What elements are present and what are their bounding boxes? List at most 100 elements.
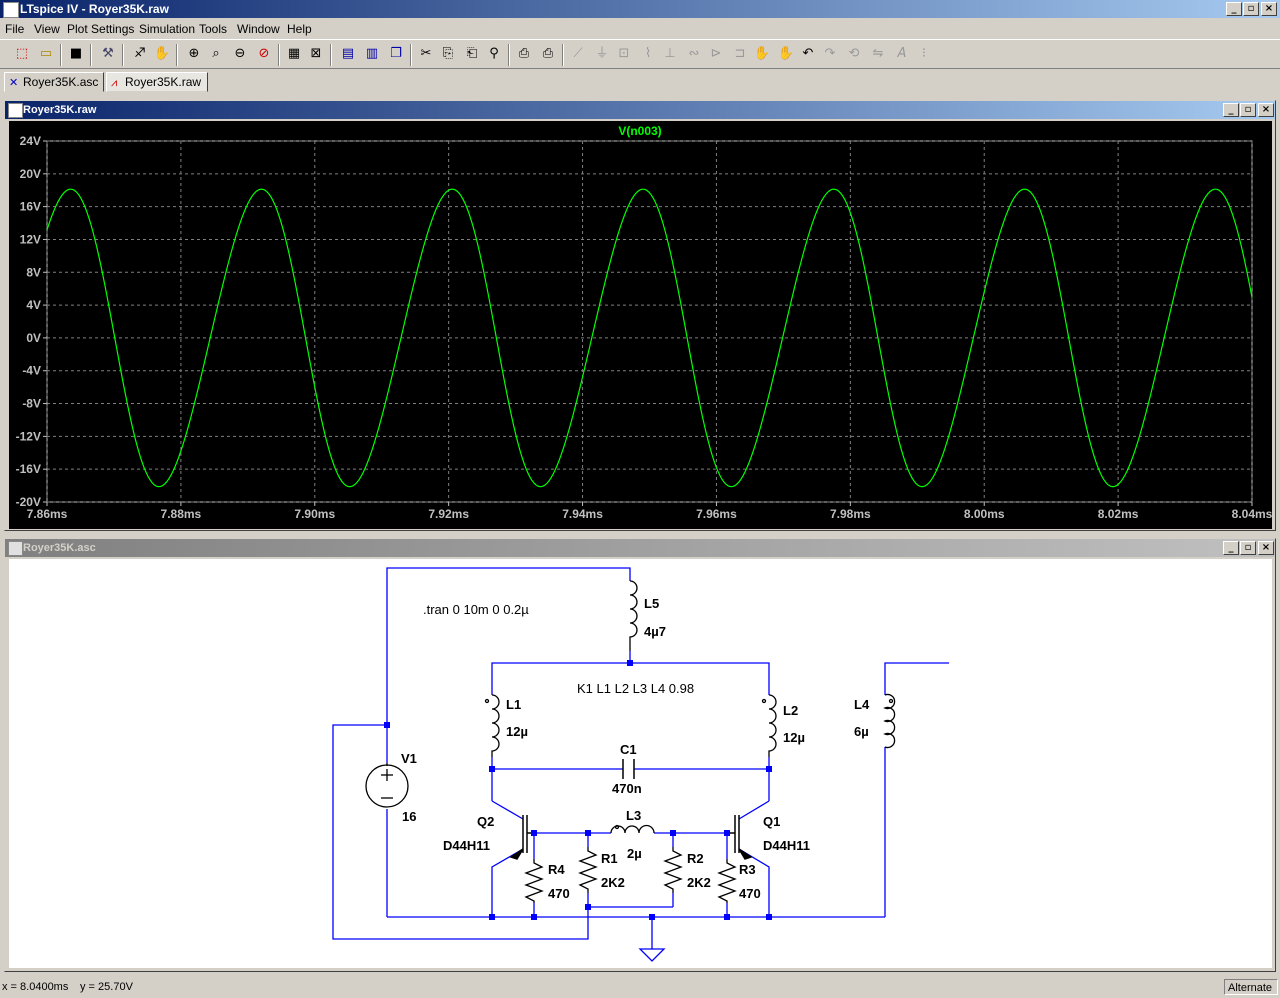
autorange-icon[interactable]: ▦	[287, 46, 301, 61]
plot-close-button[interactable]: ×	[1258, 103, 1274, 117]
menu-view[interactable]: View	[34, 22, 60, 36]
voltage-source-v1-symbol	[365, 763, 409, 808]
menu-bar: File View Plot Settings Simulation Tools…	[0, 19, 1280, 37]
tile-horizontal-icon[interactable]: ▤	[341, 46, 355, 61]
label-net-icon[interactable]: ⊡	[618, 46, 630, 61]
menu-tools[interactable]: Tools	[199, 22, 228, 36]
x-tick-label: 8.00ms	[964, 507, 1005, 521]
r2-value: 2K2	[687, 875, 711, 890]
resistor-icon[interactable]: ⌇	[644, 46, 652, 61]
schematic-maximize-button[interactable]: ▫	[1240, 541, 1256, 555]
ground-icon[interactable]: ⏚	[595, 46, 609, 61]
trace-label[interactable]: V(n003)	[618, 124, 661, 138]
plot-background	[9, 121, 1272, 529]
l3-value: 2µ	[627, 846, 642, 861]
schematic-minimize-button[interactable]: _	[1223, 541, 1239, 555]
find-icon[interactable]: ⚲	[489, 46, 499, 61]
spice-directive-icon[interactable]: ⁝	[921, 46, 927, 61]
y-tick-label: 16V	[20, 200, 41, 214]
x-tick-label: 7.94ms	[562, 507, 603, 521]
zoom-pan-icon[interactable]: ⌕	[212, 46, 220, 61]
close-button[interactable]: ×	[1261, 2, 1277, 16]
schematic-canvas[interactable]: .tran 0 10m 0 0.2µ K1 L1 L2 L3 L4 0.98 L…	[9, 559, 1272, 968]
plot-grid	[46, 140, 1253, 503]
coupling-directive: K1 L1 L2 L3 L4 0.98	[577, 681, 694, 696]
undo-icon[interactable]: ↶	[802, 46, 814, 61]
toolbar: ⬚ ▭ ■ ⚒ ♐ ✋ ⊕ ⌕ ⊖ ⊘ ▦ ⊠ ▤ ▥ ❐ ✂ ⎘ ⎗ ⚲ ⎙ …	[0, 39, 1280, 69]
waveform-window-title-bar: Royer35K.raw _ ▫ ×	[5, 101, 1275, 119]
tran-directive: .tran 0 10m 0 0.2µ	[423, 602, 529, 617]
y-tick-label: 0V	[26, 331, 41, 345]
open-folder-icon[interactable]: ▭	[39, 46, 53, 61]
q1-name: Q1	[763, 814, 780, 829]
minimize-button[interactable]: _	[1226, 2, 1242, 16]
move-icon[interactable]: ✋	[753, 46, 771, 61]
zoom-out-icon[interactable]: ⊖	[234, 46, 246, 61]
l1-name: L1	[506, 697, 521, 712]
r2-name: R2	[687, 851, 704, 866]
halt-icon[interactable]: ✋	[153, 46, 171, 61]
plot-minimize-button[interactable]: _	[1223, 103, 1239, 117]
paste-icon[interactable]: ⎗	[466, 46, 478, 61]
r3-name: R3	[739, 862, 756, 877]
schematic-icon	[8, 541, 23, 556]
zoom-full-icon[interactable]: ⊘	[258, 46, 270, 61]
schematic-window: Royer35K.asc _ ▫ ×	[4, 538, 1276, 972]
menu-simulation[interactable]: Simulation	[139, 22, 196, 36]
inductor-icon[interactable]: ∾	[688, 46, 700, 61]
r4-name: R4	[548, 862, 565, 877]
r3-value: 470	[739, 886, 761, 901]
control-panel-icon[interactable]: ⚒	[102, 46, 114, 61]
menu-help[interactable]: Help	[287, 22, 312, 36]
capacitor-c1-symbol	[622, 759, 635, 779]
cut-icon[interactable]: ✂	[420, 46, 432, 61]
text-icon[interactable]: A	[897, 46, 907, 61]
l2-value: 12µ	[783, 730, 805, 745]
cascade-icon[interactable]: ❐	[390, 46, 402, 61]
draw-wire-icon[interactable]: ⟋	[573, 46, 583, 61]
diode-icon[interactable]: ⊳	[710, 46, 722, 61]
new-schematic-icon[interactable]: ⬚	[15, 46, 29, 61]
plot-maximize-button[interactable]: ▫	[1240, 103, 1256, 117]
run-icon[interactable]: ♐	[134, 46, 146, 61]
resistor-symbols	[524, 847, 737, 903]
menu-file[interactable]: File	[5, 22, 25, 36]
l3-name: L3	[626, 808, 641, 823]
rotate-icon[interactable]: ⟲	[848, 46, 860, 61]
y-tick-label: 12V	[20, 232, 41, 246]
menu-plot-settings[interactable]: Plot Settings	[67, 22, 135, 36]
l5-name: L5	[644, 596, 659, 611]
save-icon[interactable]: ■	[69, 46, 83, 61]
redo-icon[interactable]: ↷	[824, 46, 836, 61]
zoom-fit-icon[interactable]: ⊠	[310, 46, 322, 61]
drag-icon[interactable]: ✋	[777, 46, 795, 61]
y-tick-label: -20V	[16, 495, 41, 509]
q2-model: D44H11	[443, 838, 490, 853]
r1-value: 2K2	[601, 875, 625, 890]
print-icon[interactable]: ⎙	[542, 46, 554, 61]
waveform-icon	[8, 103, 23, 118]
tab-royer35k-raw[interactable]: ⩘Royer35K.raw	[106, 72, 208, 92]
x-tick-label: 8.02ms	[1098, 507, 1139, 521]
schematic-close-button[interactable]: ×	[1258, 541, 1274, 555]
print-setup-icon[interactable]: ⎙	[518, 46, 530, 61]
copy-icon[interactable]: ⎘	[442, 46, 454, 61]
r1-name: R1	[601, 851, 618, 866]
tab-royer35k-asc[interactable]: ✕Royer35K.asc	[4, 72, 104, 92]
y-tick-label: -8V	[22, 397, 41, 411]
restore-button[interactable]: ▫	[1243, 2, 1259, 16]
window-title: LTspice IV - Royer35K.raw	[20, 2, 169, 16]
mirror-icon[interactable]: ⇋	[872, 46, 884, 61]
menu-window[interactable]: Window	[237, 22, 280, 36]
capacitor-icon[interactable]: ⊥	[664, 46, 676, 61]
zoom-in-icon[interactable]: ⊕	[188, 46, 200, 61]
r4-value: 470	[548, 886, 570, 901]
tile-vertical-icon[interactable]: ▥	[365, 46, 379, 61]
x-tick-label: 7.98ms	[830, 507, 871, 521]
component-icon[interactable]: ⊐	[734, 46, 746, 61]
trace-line-v-n003[interactable]	[46, 188, 1253, 488]
cursor-x-readout: x = 8.0400ms	[2, 981, 69, 993]
l2-name: L2	[783, 703, 798, 718]
